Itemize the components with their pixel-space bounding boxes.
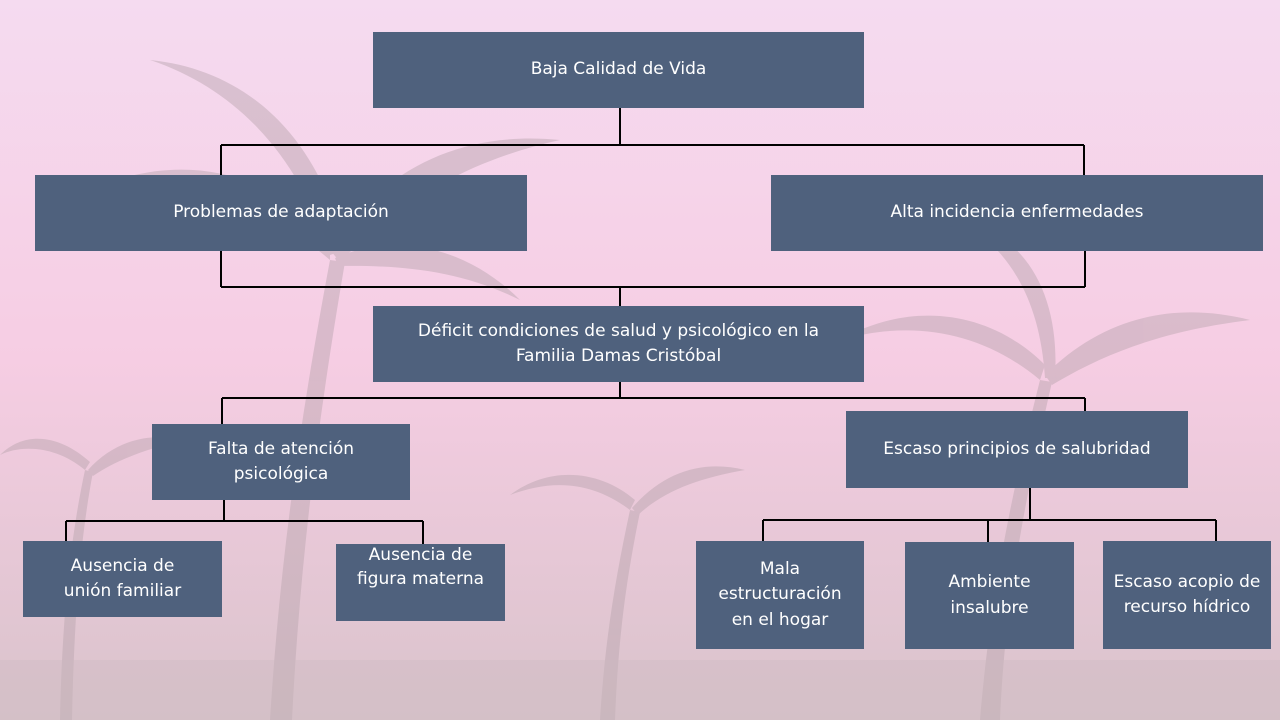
node-problemas-de-adaptacion: Problemas de adaptación [35, 175, 527, 251]
node-ausencia-de-figura-materna: Ausencia de figura materna [336, 544, 505, 621]
node-mala-estructuracion-en-el-hogar: Mala estructuración en el hogar [696, 541, 864, 649]
node-falta-de-atencion-psicologica: Falta de atención psicológica [152, 424, 410, 500]
node-escaso-acopio-de-recurso-hidrico: Escaso acopio de recurso hídrico [1103, 541, 1271, 649]
node-ausencia-de-union-familiar: Ausencia de unión familiar [23, 541, 222, 617]
node-alta-incidencia-enfermedades: Alta incidencia enfermedades [771, 175, 1263, 251]
node-deficit-condiciones: Déficit condiciones de salud y psicológi… [373, 306, 864, 382]
node-ambiente-insalubre: Ambiente insalubre [905, 542, 1074, 649]
node-escaso-principios-de-salubridad: Escaso principios de salubridad [846, 411, 1188, 488]
node-baja-calidad-de-vida: Baja Calidad de Vida [373, 32, 864, 108]
